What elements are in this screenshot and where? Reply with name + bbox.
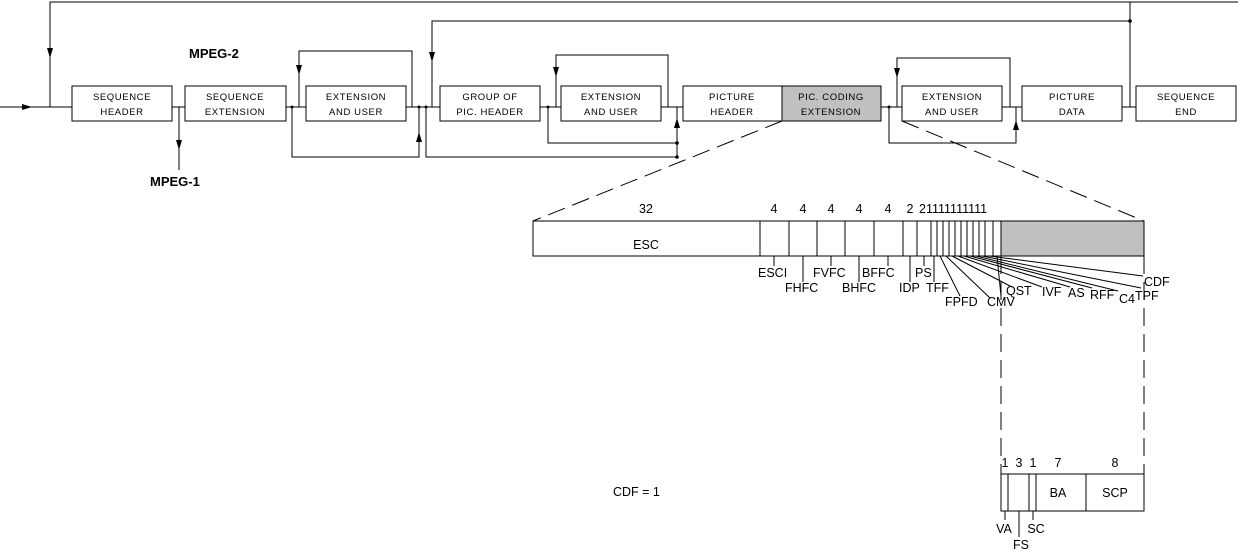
picture-header-box: PICTURE HEADER bbox=[682, 85, 783, 122]
sub-bits-sc: 1 bbox=[1030, 456, 1037, 470]
pic-coding-extension-box: PIC. CODING EXTENSION bbox=[781, 85, 882, 122]
mpeg2-label: MPEG-2 bbox=[189, 46, 239, 61]
field-qst: QST bbox=[1006, 284, 1032, 298]
sequence-header-line1: SEQUENCE bbox=[93, 92, 151, 103]
field-ivf: IVF bbox=[1042, 285, 1062, 299]
field-bhfc: BHFC bbox=[842, 281, 876, 295]
sequence-end-line1: SEQUENCE bbox=[1157, 92, 1215, 103]
bitfield-row: ESC 32 4 4 4 4 4 2 21111111111 bbox=[532, 202, 1170, 309]
field-fvfc: FVFC bbox=[813, 266, 846, 280]
sub-field-sc: SC bbox=[1027, 522, 1044, 536]
field-esci: ESCI bbox=[758, 266, 787, 280]
sequence-extension-box: SEQUENCE EXTENSION bbox=[184, 85, 287, 122]
mpeg1-label: MPEG-1 bbox=[150, 174, 200, 189]
esc-field-label: ESC bbox=[633, 238, 659, 252]
bits-fvfc: 4 bbox=[828, 202, 835, 216]
extension-user-2-line1: EXTENSION bbox=[581, 92, 641, 103]
pic-coding-extension-line1: PIC. CODING bbox=[798, 92, 864, 103]
picture-data-box: PICTURE DATA bbox=[1021, 85, 1123, 122]
bits-single-flags: 21111111111 bbox=[919, 202, 987, 216]
sub-cell-scp: SCP bbox=[1102, 486, 1128, 500]
field-cdf: CDF bbox=[1144, 275, 1170, 289]
bits-esci: 4 bbox=[771, 202, 778, 216]
field-idp: IDP bbox=[899, 281, 920, 295]
sequence-end-line2: END bbox=[1175, 107, 1197, 118]
bitfield-dividers bbox=[759, 221, 994, 256]
field-fpfd: FPFD bbox=[945, 295, 978, 309]
field-as: AS bbox=[1068, 286, 1085, 300]
gop-header-line1: GROUP OF bbox=[462, 92, 517, 103]
field-leader-lines bbox=[773, 255, 1144, 299]
extension-user-3-line1: EXTENSION bbox=[922, 92, 982, 103]
picture-header-line1: PICTURE bbox=[709, 92, 755, 103]
bits-fhfc: 4 bbox=[800, 202, 807, 216]
extension-user-3-line2: AND USER bbox=[925, 107, 979, 118]
sequence-extension-line1: SEQUENCE bbox=[206, 92, 264, 103]
field-ps: PS bbox=[915, 266, 932, 280]
field-tpf: TPF bbox=[1135, 289, 1159, 303]
sub-bits-fs: 3 bbox=[1016, 456, 1023, 470]
extension-user-box-1: EXTENSION AND USER bbox=[305, 85, 407, 122]
extension-user-1-line2: AND USER bbox=[329, 107, 383, 118]
extension-user-box-3: EXTENSION AND USER bbox=[901, 85, 1003, 122]
extension-user-box-2: EXTENSION AND USER bbox=[560, 85, 662, 122]
bits-bffc: 4 bbox=[885, 202, 892, 216]
cdf-substructure: 1 3 1 7 8 BA SCP VA FS SC bbox=[996, 456, 1145, 552]
field-bffc: BFFC bbox=[862, 266, 895, 280]
sub-bits-va: 1 bbox=[1002, 456, 1009, 470]
bits-bhfc: 4 bbox=[856, 202, 863, 216]
field-cmv: CMV bbox=[987, 295, 1015, 309]
picture-data-line2: DATA bbox=[1059, 107, 1085, 118]
sequence-extension-line2: EXTENSION bbox=[205, 107, 265, 118]
sub-frame bbox=[1000, 473, 1145, 512]
sequence-header-box: SEQUENCE HEADER bbox=[71, 85, 173, 122]
bits-idp: 2 bbox=[907, 202, 914, 216]
group-of-pic-header-box: GROUP OF PIC. HEADER bbox=[439, 85, 541, 122]
pic-coding-extension-line2: EXTENSION bbox=[801, 107, 861, 118]
field-c4: C4 bbox=[1119, 292, 1135, 306]
sub-bits-scp: 8 bbox=[1112, 456, 1119, 470]
extension-user-2-line2: AND USER bbox=[584, 107, 638, 118]
sub-cell-ba: BA bbox=[1050, 486, 1067, 500]
field-tff: TFF bbox=[926, 281, 949, 295]
picture-data-line1: PICTURE bbox=[1049, 92, 1095, 103]
extension-user-1-line1: EXTENSION bbox=[326, 92, 386, 103]
sub-field-va: VA bbox=[996, 522, 1012, 536]
cdf-condition-label: CDF = 1 bbox=[613, 485, 660, 499]
sequence-end-box: SEQUENCE END bbox=[1135, 85, 1237, 122]
sub-bits-ba: 7 bbox=[1055, 456, 1062, 470]
picture-header-line2: HEADER bbox=[710, 107, 753, 118]
bits-esc: 32 bbox=[639, 202, 653, 216]
field-rff: RFF bbox=[1090, 288, 1115, 302]
field-fhfc: FHFC bbox=[785, 281, 818, 295]
bitfield-reserved-shaded bbox=[1000, 220, 1145, 257]
gop-header-line2: PIC. HEADER bbox=[456, 107, 523, 118]
sub-field-fs: FS bbox=[1013, 538, 1029, 552]
flow-lines bbox=[0, 1, 1238, 170]
sequence-header-line2: HEADER bbox=[100, 107, 143, 118]
